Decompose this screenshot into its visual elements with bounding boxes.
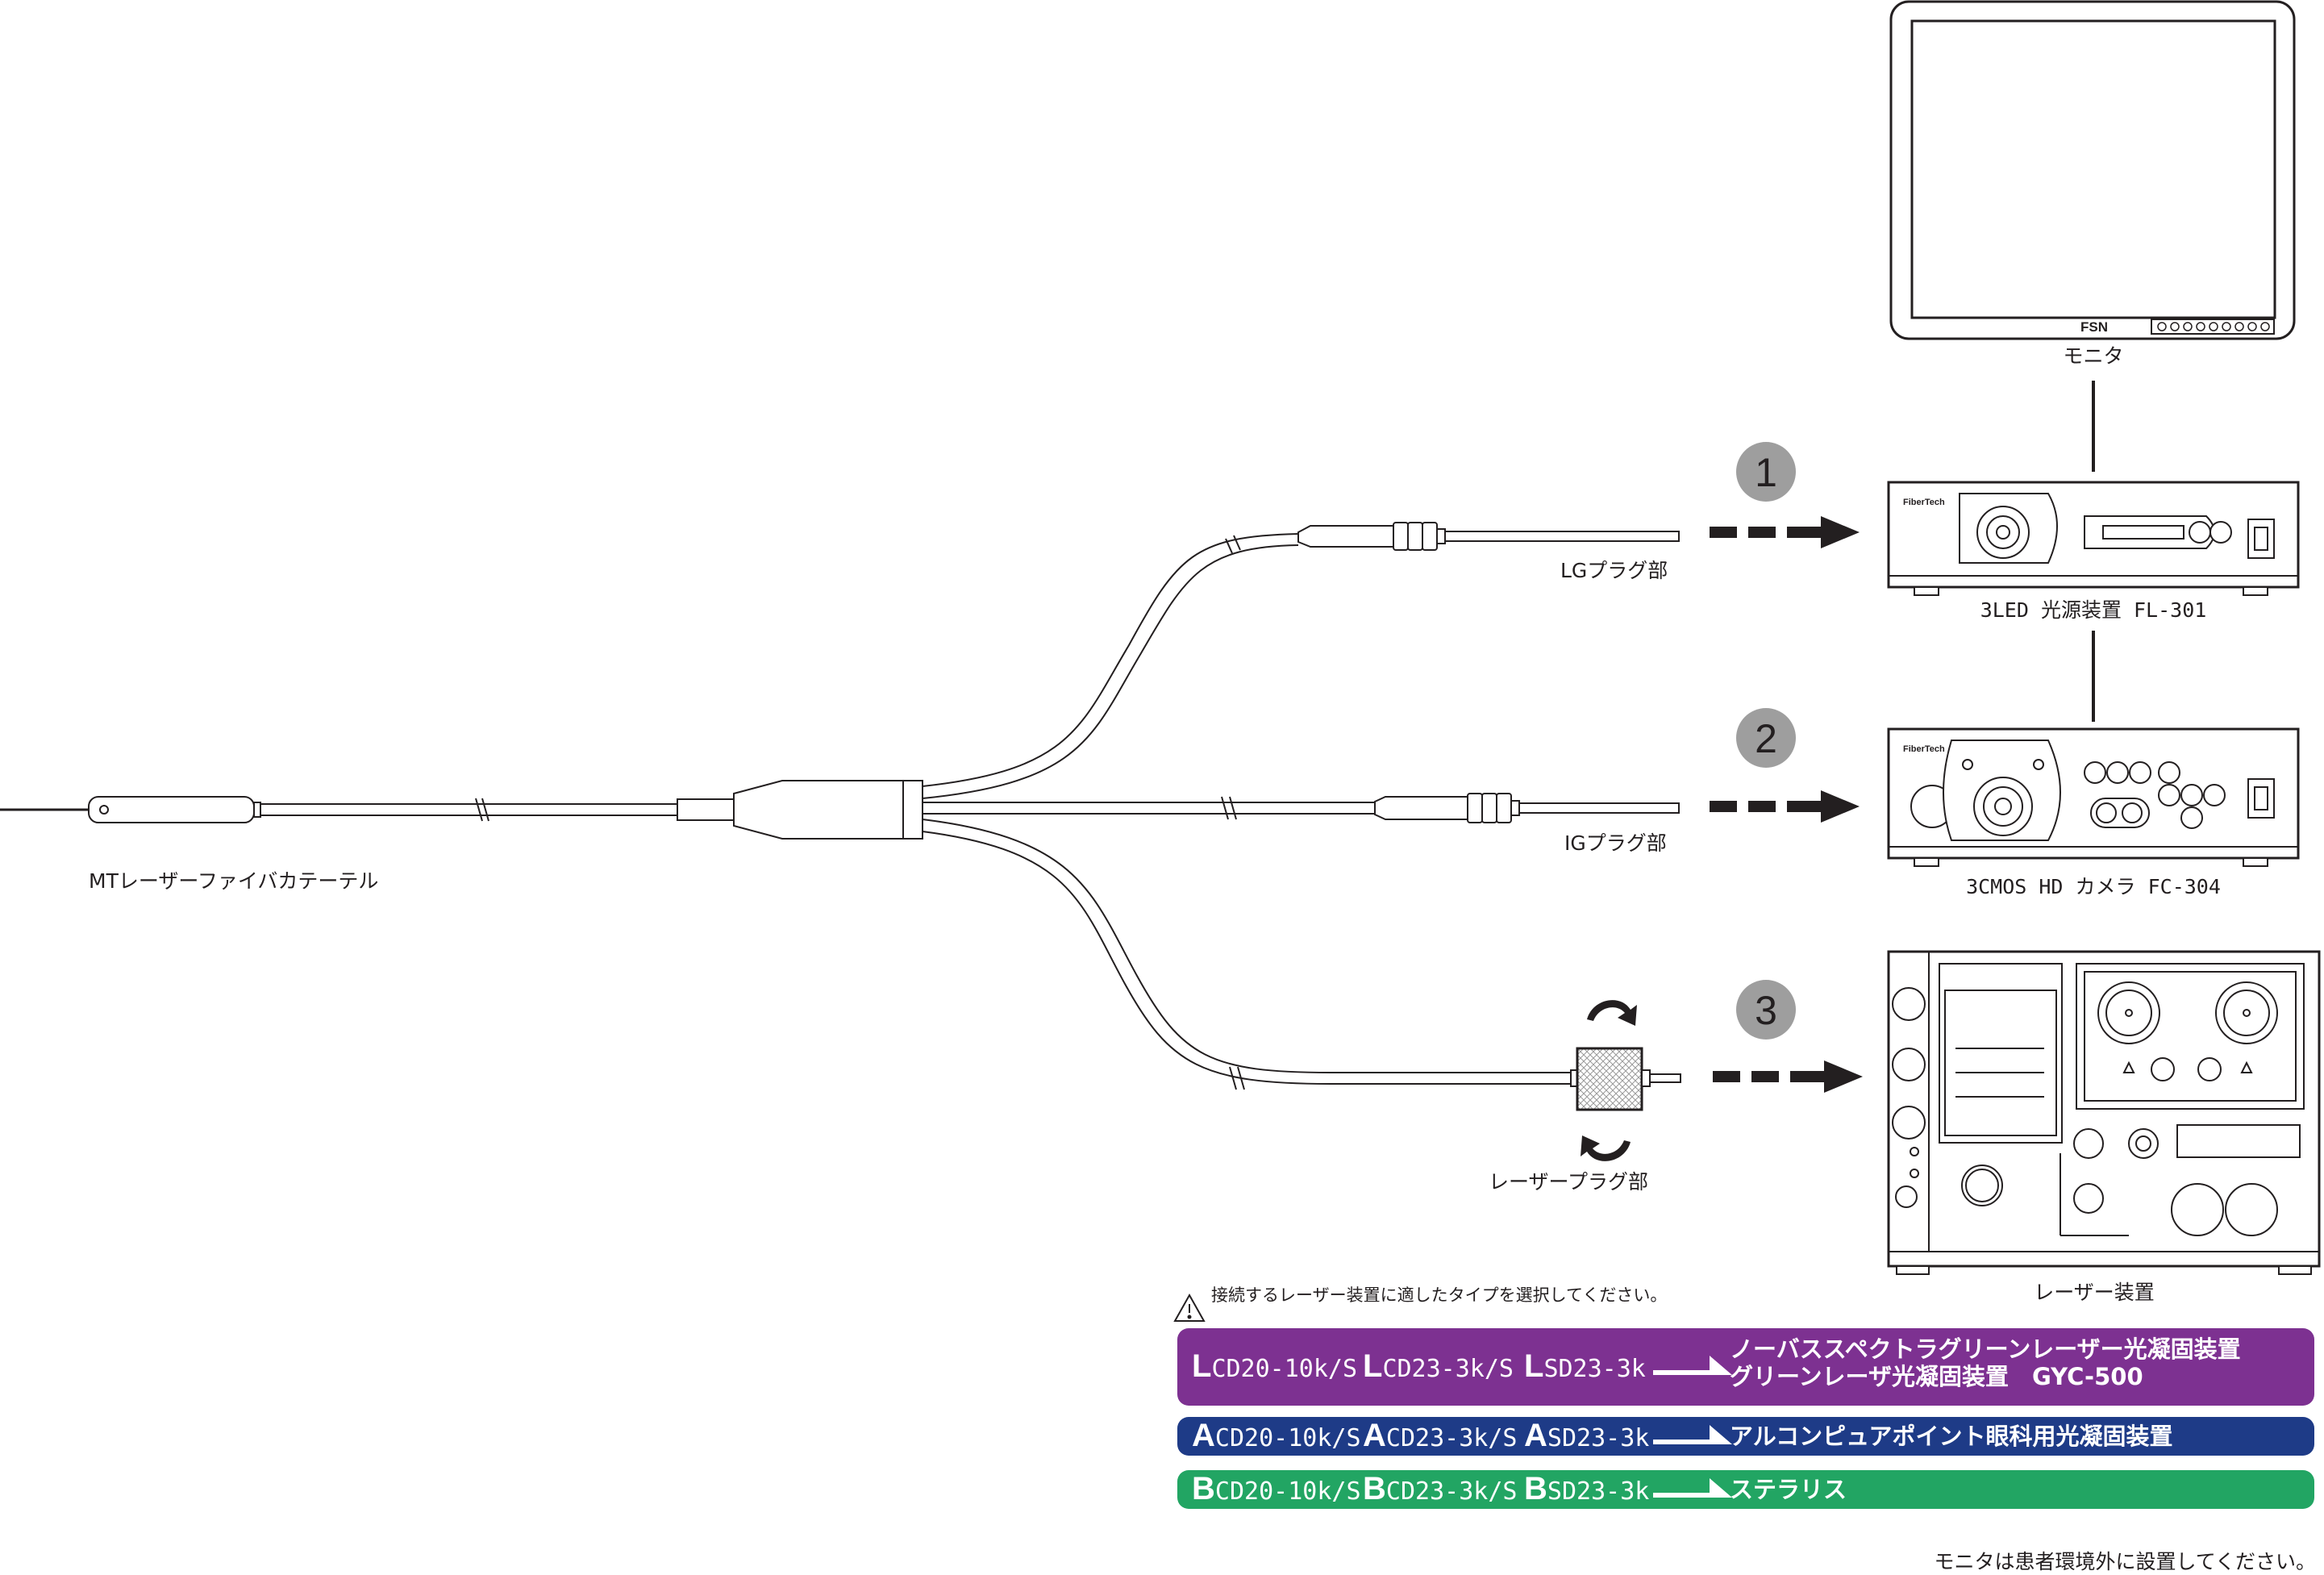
light-source-device xyxy=(1887,481,2300,596)
monitor-label: モニタ xyxy=(2063,344,2123,368)
catheter-handpiece xyxy=(0,780,923,840)
band-arrow-icon xyxy=(1653,1425,1732,1444)
svg-text:2: 2 xyxy=(1755,716,1777,761)
laser-device xyxy=(1887,950,2321,1275)
warning-text: 接続するレーザー装置に適したタイプを選択してください。 xyxy=(1211,1285,1667,1305)
laser-plug-label: レーザープラグ部 xyxy=(1489,1170,1648,1194)
ig-cable xyxy=(923,796,1375,820)
footnote: モニタは患者環境外に設置してください。 xyxy=(1934,1550,2316,1573)
lg-plug-label: LGプラグ部 xyxy=(1560,559,1668,582)
warning-icon xyxy=(1173,1293,1206,1322)
laser-device-label: レーザー装置 xyxy=(2034,1281,2155,1304)
band-background xyxy=(1177,1328,2314,1406)
model-code: ACD20-10k/S xyxy=(1192,1418,1361,1453)
step-3: 3 xyxy=(1736,980,1796,1040)
light-source-label: 3LED 光源装置 FL-301 xyxy=(1980,598,2207,622)
band-background xyxy=(1177,1417,2314,1456)
model-code: BSD23-3k xyxy=(1524,1471,1649,1506)
ig-plug-label: IGプラグ部 xyxy=(1564,831,1667,855)
model-code: LCD20-10k/S xyxy=(1192,1348,1357,1384)
model-code: BCD23-3k/S xyxy=(1363,1471,1517,1506)
compatible-device-name: グリーンレーザ光凝固装置 GYC-500 xyxy=(1730,1363,2143,1390)
laser-cable xyxy=(922,819,1571,1090)
step-2: 2 xyxy=(1736,708,1796,768)
model-code: ACD23-3k/S xyxy=(1363,1418,1517,1453)
ig-plug xyxy=(1374,793,1680,823)
catheter-label: MTレーザーファイバカテーテル xyxy=(89,869,378,893)
rotate-arrow-icon xyxy=(1581,1000,1637,1161)
model-code: BCD20-10k/S xyxy=(1192,1471,1361,1506)
laser-plug xyxy=(1570,1047,1681,1111)
svg-text:1: 1 xyxy=(1755,450,1777,495)
compatible-device-name: アルコンピュアポイント眼科用光凝固装置 xyxy=(1730,1423,2173,1450)
model-code: ASD23-3k xyxy=(1524,1418,1649,1453)
camera-label: 3CMOS HD カメラ FC-304 xyxy=(1966,875,2221,898)
band-arrow-icon xyxy=(1653,1356,1732,1375)
model-code: LCD23-3k/S xyxy=(1363,1348,1514,1384)
monitor-device xyxy=(1889,0,2296,340)
compatible-device-name: ノーバススペクトラグリーンレーザー光凝固装置 xyxy=(1730,1335,2241,1363)
svg-text:3: 3 xyxy=(1755,988,1777,1033)
light-source-brand: FiberTech xyxy=(1903,498,1945,507)
connect-arrow-1 xyxy=(1710,516,1860,548)
camera-brand: FiberTech xyxy=(1903,744,1945,754)
lg-plug xyxy=(1297,522,1680,551)
step-1: 1 xyxy=(1736,442,1796,502)
model-code: LSD23-3k xyxy=(1524,1348,1646,1384)
connect-arrow-3 xyxy=(1713,1060,1863,1093)
band-background xyxy=(1177,1470,2314,1509)
compatible-device-name: ステラリス xyxy=(1730,1476,1847,1503)
lg-cable xyxy=(922,533,1299,799)
camera-device xyxy=(1887,727,2300,867)
band-arrow-icon xyxy=(1653,1478,1732,1498)
connect-arrow-2 xyxy=(1710,790,1860,823)
monitor-brand: FSN xyxy=(2080,319,2108,335)
